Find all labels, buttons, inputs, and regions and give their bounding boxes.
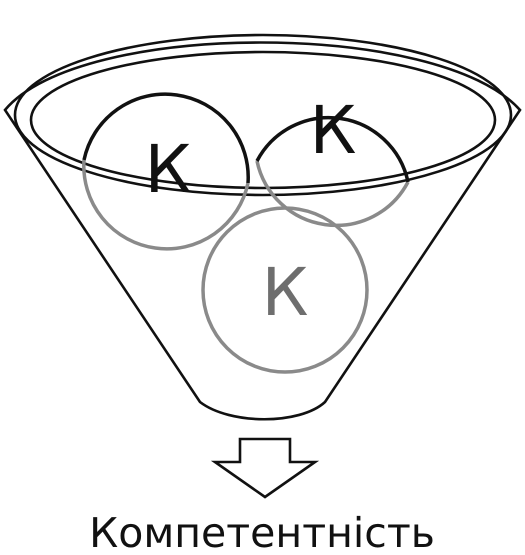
- ball-right: К: [257, 92, 408, 225]
- ball-right-letter: К: [310, 92, 357, 169]
- ball-bottom-letter: К: [262, 254, 309, 331]
- ball-left-letter: К: [145, 131, 192, 208]
- ball-bottom: К: [203, 208, 367, 372]
- down-arrow-outline-icon: [215, 439, 315, 497]
- funnel-icon: [5, 35, 520, 419]
- diagram-caption: Компетентність: [89, 509, 435, 555]
